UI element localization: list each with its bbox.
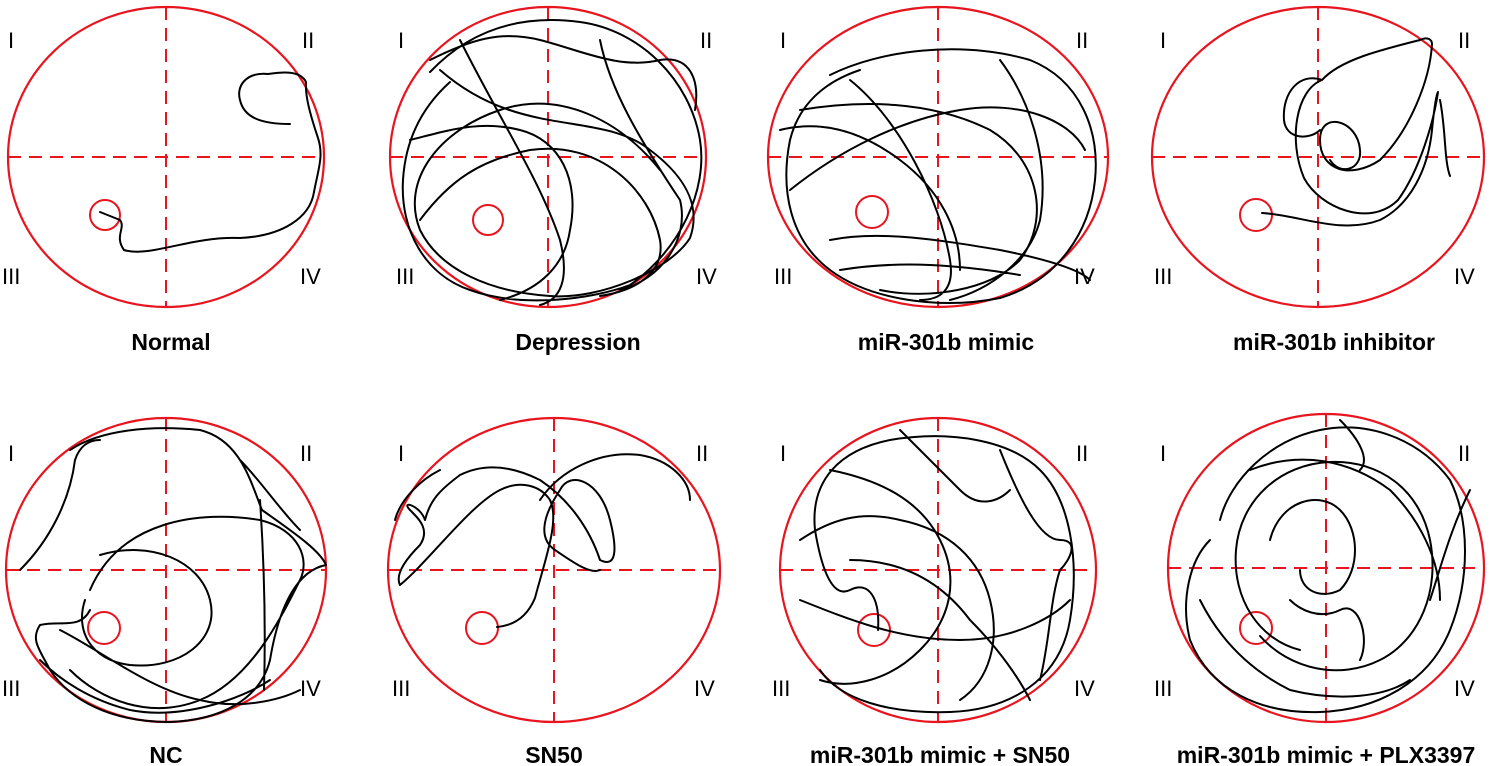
platform-marker	[855, 195, 889, 229]
platform-marker	[472, 204, 504, 236]
quadrant-label-iii: III	[1154, 264, 1172, 289]
quadrant-label-ii: II	[302, 28, 314, 53]
panel-title: miR-301b inhibitor	[1233, 329, 1435, 355]
quadrant-label-i: I	[8, 441, 14, 466]
swim-path	[779, 48, 1097, 304]
panel-title: miR-301b mimic	[858, 329, 1035, 355]
panel-title: NC	[149, 742, 182, 766]
quadrant-label-iii: III	[772, 676, 790, 701]
platform-marker	[1239, 198, 1273, 232]
quadrant-label-iv: IV	[1074, 264, 1095, 289]
panel-nc: I II III IV NC	[2, 416, 328, 766]
swim-path	[394, 453, 691, 628]
swim-path	[99, 71, 322, 253]
quadrant-label-i: I	[780, 28, 786, 53]
swim-path	[19, 427, 327, 723]
quadrant-label-ii: II	[300, 441, 312, 466]
swim-path	[401, 19, 703, 306]
quadrant-label-i: I	[8, 28, 14, 53]
quadrant-label-iii: III	[774, 264, 792, 289]
panel-title: miR-301b mimic + PLX3397	[1177, 742, 1476, 766]
panel-depression: I II III IV Depression	[388, 5, 717, 355]
swim-path	[1261, 37, 1451, 227]
quadrant-label-ii: II	[1458, 441, 1470, 466]
platform-marker	[465, 611, 499, 645]
quadrant-label-ii: II	[700, 28, 712, 53]
panel-sn50: I II III IV SN50	[386, 416, 722, 766]
panel-normal: I II III IV Normal	[2, 5, 326, 355]
quadrant-label-iii: III	[392, 676, 410, 701]
quadrant-label-iv: IV	[300, 264, 321, 289]
quadrant-label-iii: III	[2, 264, 20, 289]
quadrant-label-iii: III	[1154, 676, 1172, 701]
panel-mir301b-mimic-sn50: I II III IV miR-301b mimic + SN50	[772, 416, 1098, 766]
quadrant-label-iv: IV	[300, 676, 321, 701]
quadrant-label-iv: IV	[694, 676, 715, 701]
platform-marker	[1239, 611, 1273, 645]
panel-mir301b-inhibitor: I II III IV miR-301b inhibitor	[1150, 5, 1486, 355]
quadrant-label-i: I	[1160, 28, 1166, 53]
quadrant-label-i: I	[398, 28, 404, 53]
quadrant-label-iii: III	[2, 676, 20, 701]
swim-path	[799, 429, 1075, 714]
quadrant-label-ii: II	[1458, 28, 1470, 53]
panel-title: Depression	[515, 329, 640, 355]
platform-marker	[89, 199, 121, 231]
quadrant-label-ii: II	[696, 441, 708, 466]
platform-marker	[857, 613, 891, 647]
panel-title: miR-301b mimic + SN50	[810, 742, 1070, 766]
panel-title: Normal	[131, 329, 210, 355]
quadrant-label-i: I	[1160, 441, 1166, 466]
quadrant-label-iii: III	[396, 264, 414, 289]
quadrant-label-iv: IV	[1454, 264, 1475, 289]
quadrant-label-i: I	[398, 441, 404, 466]
quadrant-label-i: I	[780, 441, 786, 466]
quadrant-label-ii: II	[1076, 28, 1088, 53]
quadrant-label-iv: IV	[1074, 676, 1095, 701]
swim-path	[1185, 419, 1471, 714]
quadrant-label-iv: IV	[1454, 676, 1475, 701]
panel-mir301b-mimic: I II III IV miR-301b mimic	[766, 5, 1110, 355]
panel-title: SN50	[525, 742, 583, 766]
quadrant-label-ii: II	[1076, 441, 1088, 466]
platform-marker	[87, 611, 121, 645]
panel-mir301b-mimic-plx3397: I II III IV miR-301b mimic + PLX3397	[1154, 412, 1486, 766]
quadrant-label-iv: IV	[696, 264, 717, 289]
